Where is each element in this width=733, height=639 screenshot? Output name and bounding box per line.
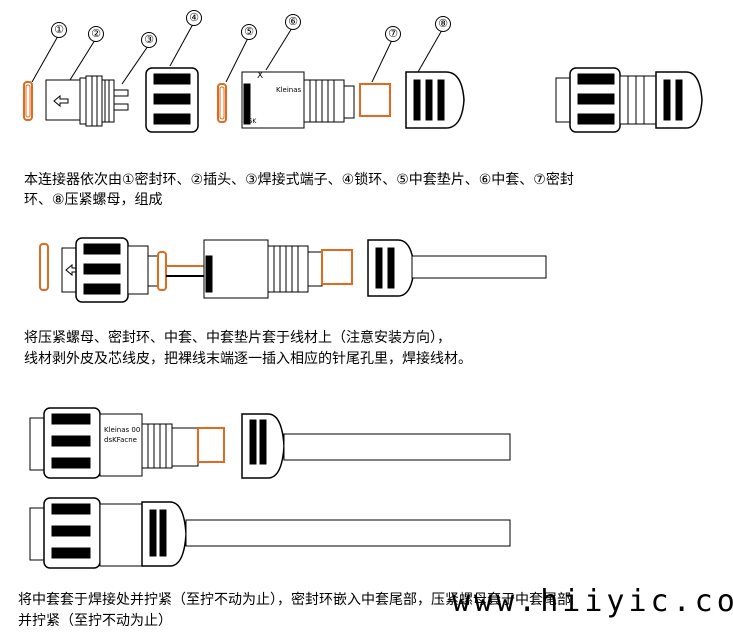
step3-line1: 将中套套于焊接处并拧紧（至拧不动为止），密封环嵌入中套尾部，压紧螺母套于中套尾部 — [18, 592, 571, 608]
plug-marking: X — [257, 71, 264, 81]
seal-ring-1 — [23, 81, 33, 121]
step2-line1: 将压紧螺母、密封环、中套、中套垫片套于线材上（注意安装方向）， — [24, 330, 451, 346]
callout-5: ⑤ — [241, 24, 257, 40]
seal-ring-7 — [359, 83, 391, 117]
plug-part — [45, 75, 115, 127]
callout-1: ① — [51, 22, 67, 38]
callout-3: ③ — [141, 32, 157, 48]
callout-8: ⑧ — [435, 16, 451, 32]
assembled-connector — [555, 67, 703, 133]
step1-line2: 环、⑧压紧螺母，组成 — [24, 192, 163, 208]
middle-sleeve-part — [241, 71, 355, 129]
callout-4: ④ — [186, 10, 202, 26]
step4-view — [29, 497, 511, 569]
housing-marking: Kleinas — [276, 86, 302, 94]
lock-ring-part — [145, 67, 199, 133]
compression-nut-part — [405, 71, 465, 129]
washer-part — [217, 83, 227, 123]
step3-marking-a: Kleinas 00 — [104, 426, 141, 434]
solder-terminal-part — [113, 89, 129, 111]
wiring-view — [39, 237, 547, 303]
step3-marking-b: dsKFacne — [104, 436, 137, 444]
watermark: www.hiiyic.com — [452, 584, 733, 619]
callout-7: ⑦ — [385, 26, 401, 42]
part-code: DSK — [244, 118, 257, 125]
exploded-view — [23, 23, 703, 133]
callout-6: ⑥ — [285, 14, 301, 30]
step2-line2: 线材剥外皮及芯线皮，把裸线末端逐一插入相应的针尾孔里，焊接线材。 — [24, 351, 472, 367]
callout-2: ② — [88, 26, 104, 42]
step1-line1: 本连接器依次由①密封环、②插头、③焊接式端子、④锁环、⑤中套垫片、⑥中套、⑦密封 — [24, 172, 574, 188]
step3-line2: 并拧紧（至拧不动为止） — [18, 613, 172, 629]
step3-view — [29, 407, 511, 479]
